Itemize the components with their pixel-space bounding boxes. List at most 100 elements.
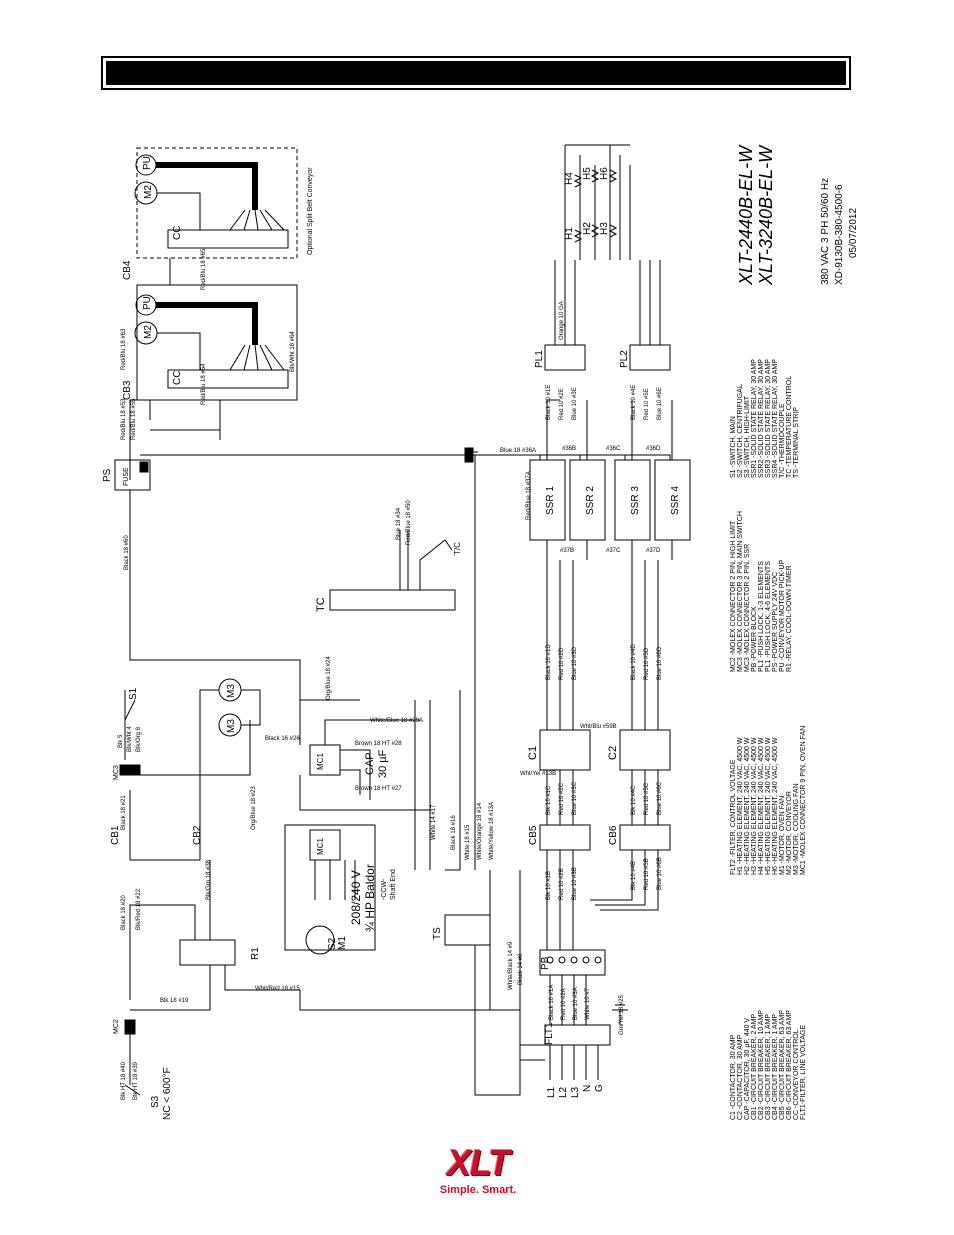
r1-box xyxy=(179,939,236,966)
legend-item: S2 -SWITCH, CENTRIFUGAL xyxy=(737,384,744,478)
wire-label: Whit/Red 18 #15 xyxy=(255,986,300,992)
wire-label: Red 10 #2B xyxy=(559,868,565,900)
label-motor-hp: ¾ HP Baldor xyxy=(363,864,377,932)
legend-item: PL1 -PUSH LOCK, 4-6 ELEMENTS xyxy=(765,561,772,672)
wire-label: Red 10 #2E xyxy=(559,388,565,420)
label-h2: H2 xyxy=(582,222,593,235)
legend-item: CB5 -CIRCUIT BREAKER, 63 AMP xyxy=(779,1010,786,1120)
pl2 xyxy=(629,344,671,371)
wire-label: Blk/Red 18 #22 xyxy=(136,888,142,930)
wire-label: #37C xyxy=(606,548,621,554)
legend-item: CAP -CAPACITOR, 30 µF, 440 V xyxy=(744,1018,751,1120)
legend-item: H6 -HEATING ELEMENT, 240 VAC, 4500 W xyxy=(772,737,779,875)
wire-label: #37B xyxy=(560,548,574,554)
optional-conveyor-box xyxy=(136,147,298,259)
label-h6: H6 xyxy=(599,167,610,180)
wire-label: Black 14 #8 xyxy=(518,953,524,985)
legend-item: T/C -THERMOCOUPLE xyxy=(779,403,786,478)
wire-label: Black 18 #60 xyxy=(124,535,130,570)
label-h5: H5 xyxy=(582,167,593,180)
label-pl2: PL2 xyxy=(619,350,630,368)
label-mc1-bottom: MC1 xyxy=(316,838,325,855)
label-c1: C1 xyxy=(527,746,539,760)
cb6-box xyxy=(619,824,671,851)
cb5-box xyxy=(539,824,591,851)
wire-label: White/Blue 18 #29A xyxy=(370,718,423,724)
wire-label: Black 10 #4E xyxy=(631,385,637,420)
legend-item: PL1 -PUSH LOCK, 1-3 ELEMENTS xyxy=(758,561,765,672)
legend-item: MC2 -MOLEX CONNECTOR 2 PIN, HIGH LIMIT xyxy=(730,520,737,672)
label-h1: H1 xyxy=(564,227,575,240)
label-pl1: PL1 xyxy=(534,350,545,368)
legend-item: MC3 -MOLEX CONNECTOR 2 PIN, SSR xyxy=(744,544,751,672)
tc-block xyxy=(329,589,456,611)
label-line-l2: L2 xyxy=(558,1086,569,1098)
legend-item: SSR1 -SOLID STATE RELAY, 30 AMP xyxy=(751,359,758,478)
wire-label: Org/Blue 18 #24 xyxy=(326,656,332,700)
label-m2-1: M2 xyxy=(143,185,154,199)
label-m3-2: M3 xyxy=(226,719,237,733)
wire-label: Org/Blue 18 #23 xyxy=(251,786,257,830)
wire-label: #36C xyxy=(606,446,621,452)
label-ssr2: SSR 2 xyxy=(585,486,596,515)
wire-label: Black 10 #4D xyxy=(631,644,637,680)
label-pu-1: PU xyxy=(142,156,153,170)
legend-item: C1 -CONTACTOR, 30 AMP xyxy=(730,1034,737,1120)
label-line-g: G xyxy=(594,1084,605,1092)
spec-voltage: 380 VAC 3 PH 50/60 Hz xyxy=(820,178,831,285)
flt1-box xyxy=(544,1024,611,1046)
label-r1: R1 xyxy=(250,947,261,960)
wire-label: White/Orange 18 #14 xyxy=(477,802,483,860)
label-cb3: CB3 xyxy=(122,380,133,400)
label-c2: C2 xyxy=(607,746,619,760)
wire-label: Black 10 #1D xyxy=(546,644,552,680)
wire-label: Blue 10 #3D xyxy=(572,646,578,680)
label-s2: S2 xyxy=(327,937,338,950)
label-cap: CAP xyxy=(364,752,376,775)
wire-label: Black 18 #21 xyxy=(121,795,127,830)
wire-label: White 18 #15 xyxy=(465,824,471,860)
legend-col2: FLT2 -FILTER, CONTROL VOLTAGE H1 -HEATIN… xyxy=(730,726,807,875)
label-cb5: CB5 xyxy=(528,825,539,845)
label-m2-2: M2 xyxy=(143,325,154,339)
legend-item: CB3 -CIRCUIT BREAKER, 1 AMP xyxy=(765,1014,772,1120)
wire-label: Blue 10 #6B xyxy=(657,857,663,890)
wire-label: Blue 10 #6D xyxy=(657,646,663,680)
ts-box xyxy=(444,914,491,946)
label-cb4: CB4 xyxy=(122,260,133,280)
label-m1: M1 xyxy=(337,936,348,950)
label-ssr1: SSR 1 xyxy=(545,486,556,515)
legend-col4: S1 -SWITCH, MAIN S2 -SWITCH, CENTRIFUGAL… xyxy=(730,359,800,478)
wire-label: Red/Blue 18 #50 xyxy=(406,500,412,545)
label-motor-shaft: Shaft End xyxy=(390,869,397,900)
label-cap-val: 30 µF xyxy=(377,749,389,778)
wire-label: Brown 18 HT #28 xyxy=(355,741,402,747)
wire-label: Blue 10 #6C xyxy=(657,781,663,815)
legend-col1: C1 -CONTACTOR, 30 AMP C2 -CONTACTOR, 30 … xyxy=(730,1010,807,1120)
label-mc1-top: MC1 xyxy=(316,753,325,770)
wire-label: Red 10 #5E xyxy=(644,388,650,420)
label-cb6: CB6 xyxy=(608,825,619,845)
logo-word: XLT xyxy=(446,1142,510,1183)
wire-label: Red 10 #2A xyxy=(561,988,567,1020)
wire-label: White/Yellow 18 #13A xyxy=(489,802,495,860)
wire-label: Red/Blu 18 #63 xyxy=(121,328,127,370)
wire-label: Blue 10 #6E xyxy=(657,387,663,420)
wire-label: Orange 10 GA xyxy=(559,301,565,340)
wire-label: #36B xyxy=(562,446,576,452)
legend-item: PB -POWER BLOCK xyxy=(751,606,758,672)
legend-item: CB4 -CIRCUIT BREAKER, 1 AMP xyxy=(772,1014,779,1120)
label-mc3: MC3 xyxy=(113,765,120,780)
legend-item: SSR3 -SOLID STATE RELAY, 30 AMP xyxy=(765,359,772,478)
legend-item: TC -TEMPERATURE CONTROL xyxy=(786,376,793,478)
wire-label: Blk 10 #4C xyxy=(631,785,637,815)
legend-item: H2 -HEATING ELEMENT, 240 VAC, 4500 W xyxy=(744,737,751,875)
legend-item: H5 -HEATING ELEMENT, 240 VAC, 4500 W xyxy=(765,737,772,875)
legend-item: C2 -CONTACTOR, 30 AMP xyxy=(737,1034,744,1120)
legend-item: S3 -SWITCH, HIGH-LIMIT xyxy=(744,395,751,478)
label-s3-note: NC < 600°F xyxy=(162,1067,173,1120)
wire-label: Blue 18 #34 xyxy=(396,507,402,540)
wire-label: Blue 10 #3A xyxy=(573,987,579,1020)
wire-label: Black 18 #16 xyxy=(451,815,457,850)
